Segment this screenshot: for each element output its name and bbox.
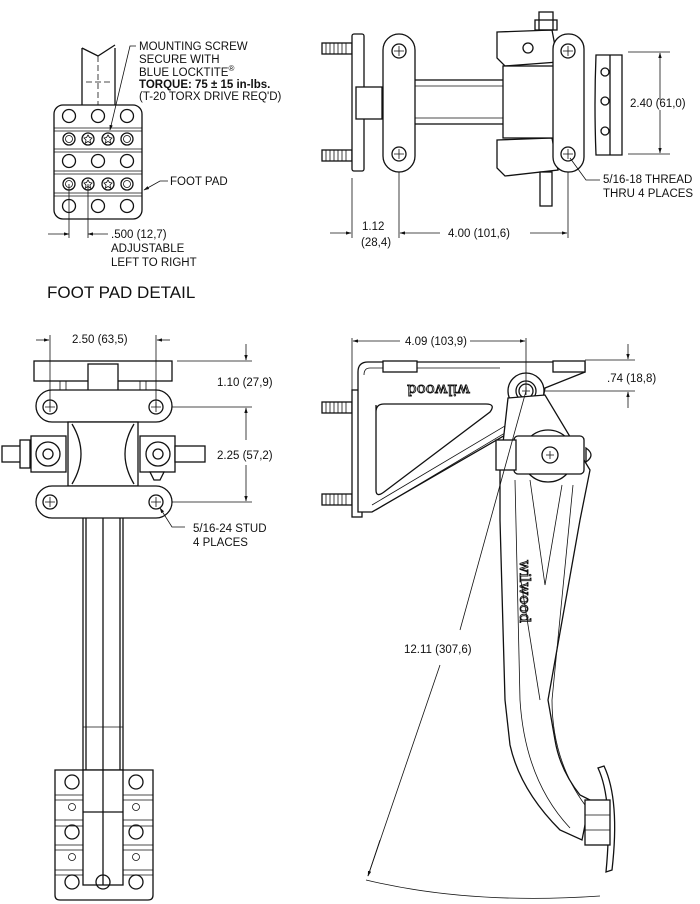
front-view: 2.50 (63,5) 1.10 (27,9) 2.25 (57,2) 5/16… (1, 334, 273, 901)
adjust-dimension: .500 (12,7) (111, 229, 167, 241)
thread-note-line-2: THRU 4 PLACES (603, 188, 693, 200)
flange-boss (355, 86, 383, 120)
pivot-body (67, 421, 139, 487)
pedal-pad-side (584, 765, 616, 873)
pedal-arm-stub (81, 44, 116, 105)
pedal-pad-front (54, 769, 154, 901)
foot-pad-grooves (54, 127, 142, 197)
pedal-arc (365, 879, 601, 899)
thread-note-line-1: 5/16-18 THREAD (603, 174, 692, 186)
width-dimension: 2.50 (63,5) (72, 334, 128, 346)
adjust-note-line-1: ADJUSTABLE (111, 243, 185, 255)
torx-screw-icon (81, 132, 115, 191)
foot-pad-holes (61, 108, 135, 214)
screw-note-line-2: SECURE WITH (139, 54, 220, 66)
screw-note-line-1: MOUNTING SCREW (139, 41, 248, 53)
stud-leader (159, 507, 185, 528)
clevis-side (495, 429, 592, 483)
mount-boss (87, 363, 119, 393)
length-dimension: 4.00 (101,6) (448, 228, 510, 240)
rear-bracket-plate (552, 33, 585, 173)
foot-pad-detail-view: MOUNTING SCREW SECURE WITH BLUE LOCKTITE… (47, 41, 282, 302)
brand-logo-pedal: wilwood (516, 560, 534, 623)
side-view: wilwood wilwood (321, 336, 656, 899)
top-offset-dimension: 1.10 (27,9) (217, 377, 273, 389)
clevis-lower (496, 137, 559, 207)
screw-note-line-4: TORQUE: 75 ± 15 in-lbs. (139, 79, 270, 91)
height-dimension: 2.40 (61,0) (630, 98, 686, 110)
brand-logo-bracket: wilwood (407, 381, 470, 399)
clevis-pin-right (139, 435, 206, 481)
stud-note-line-1: 5/16-24 STUD (193, 523, 267, 535)
foot-pad-label: FOOT PAD (170, 176, 228, 188)
pedal-arm-side (499, 394, 591, 841)
foot-pad-detail-title: FOOT PAD DETAIL (47, 283, 195, 302)
pedal-pad-edge (594, 54, 623, 156)
mounting-studs (321, 42, 353, 162)
adjust-note-line-2: LEFT TO RIGHT (111, 257, 197, 269)
foot-pad-plate (53, 104, 143, 220)
bolt-hole-icon (391, 43, 576, 162)
mounting-studs-side (321, 401, 353, 506)
top-view: 2.40 (61,0) 5/16-18 THREAD THRU 4 PLACES… (321, 11, 693, 249)
pivot-height-dimension: .74 (18,8) (607, 373, 656, 385)
stud-note-line-2: 4 PLACES (193, 537, 248, 549)
foot-pad-leader (143, 180, 168, 191)
pedal-length-dimension: 12.11 (307,6) (404, 644, 472, 656)
pedal-arm-front (82, 518, 124, 870)
offset-dimension-line-1: 1.12 (362, 221, 384, 233)
clevis-pin-left (1, 435, 67, 473)
thread-leader (569, 157, 600, 181)
screw-note-line-3: BLUE LOCKTITE® (139, 64, 234, 79)
screw-note-line-5: (T-20 TORX DRIVE REQ'D) (139, 91, 282, 103)
offset-dimension-line-2: (28,4) (361, 237, 391, 249)
screw-leader (109, 45, 136, 131)
pivot-dimension: 4.09 (103,9) (405, 336, 467, 348)
clevis-upper (496, 11, 559, 67)
stud-spacing-dimension: 2.25 (57,2) (217, 450, 273, 462)
